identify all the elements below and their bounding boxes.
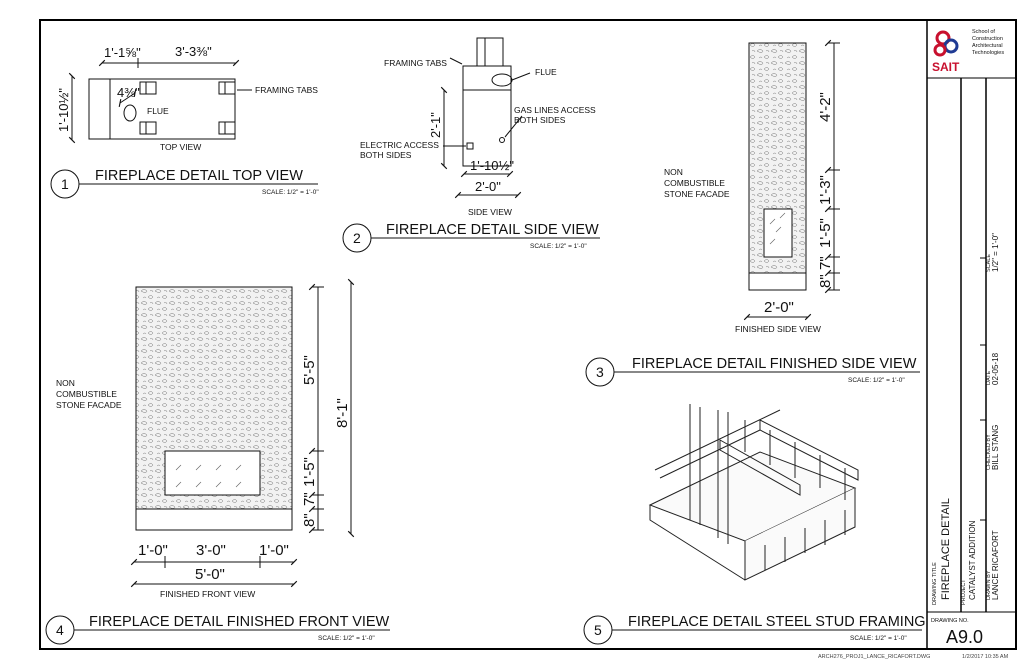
title-2-number: 2 [353, 230, 361, 246]
fside-dim-d1: 4'-2" [817, 92, 834, 122]
checked-label: CHECKED BY [986, 434, 992, 470]
title-3-number: 3 [596, 364, 604, 380]
project-value: CATALYST ADDITION [968, 520, 977, 600]
title-4-text: FIREPLACE DETAIL FINISHED FRONT VIEW [89, 614, 390, 630]
front-view-label: FINISHED FRONT VIEW [160, 589, 255, 599]
side-view-label: SIDE VIEW [468, 207, 512, 217]
fside-view-label: FINISHED SIDE VIEW [735, 324, 821, 334]
drawing-title-label: DRAWING TITLE [932, 562, 938, 605]
side-dim-inner: 1'-10½" [470, 158, 514, 173]
drawing-no-value: A9.0 [946, 627, 983, 647]
drawing-title-value: FIREPLACE DETAIL [940, 498, 952, 600]
detail-steel-stud-framing [648, 404, 859, 581]
title-1-number: 1 [61, 176, 69, 192]
title-1-scale: SCALE: 1/2" = 1'-0" [262, 189, 319, 196]
detail-finished-side-view: 4'-2" 1'-3" 1'-5" 7" 8" 2'-0" NON COMBUS… [664, 39, 840, 334]
front-dim-mid: 3'-0" [196, 542, 226, 559]
detail-top-view: 1'-1⅝" 3'-3⅜" 1'-10½" 4⅜" FLUE FRAMING T… [56, 44, 318, 152]
title-5-scale: SCALE: 1/2" = 1'-0" [850, 635, 907, 642]
top-dim-depth: 1'-10½" [56, 88, 71, 132]
title-1-text: FIREPLACE DETAIL TOP VIEW [95, 168, 303, 184]
front-facade-2: COMBUSTIBLE [56, 389, 117, 399]
sheet-border [39, 19, 1017, 650]
side-elec-label-1: ELECTRIC ACCESS [360, 140, 439, 150]
school-line-2: Construction [972, 36, 1003, 42]
top-flue-label: FLUE [147, 106, 169, 116]
title-3-scale: SCALE: 1/2" = 1'-0" [848, 377, 905, 384]
top-dim-flue: 4⅜" [117, 85, 140, 100]
fside-facade-3: STONE FACADE [664, 189, 730, 199]
side-framing-tabs-label: FRAMING TABS [384, 58, 447, 68]
title-5-number: 5 [594, 622, 602, 638]
side-dim-height: 2'-1" [428, 112, 443, 138]
fside-dim-d5: 8" [817, 274, 834, 288]
fside-dim-d3: 1'-5" [817, 218, 834, 248]
title-3-text: FIREPLACE DETAIL FINISHED SIDE VIEW [632, 356, 917, 372]
side-gas-label-2: BOTH SIDES [514, 115, 566, 125]
detail-side-view: FRAMING TABS FLUE GAS LINES ACCESS BOTH … [360, 37, 596, 217]
school-line-1: School of [972, 29, 995, 35]
project-label: PROJECT [961, 579, 967, 605]
sait-logo: SAIT [932, 30, 960, 74]
front-dim-right: 1'-0" [259, 542, 289, 559]
front-dim-d4: 7" [301, 492, 318, 506]
title-2-text: FIREPLACE DETAIL SIDE VIEW [386, 222, 599, 238]
front-facade-1: NON [56, 378, 75, 388]
title-3: 3 FIREPLACE DETAIL FINISHED SIDE VIEW SC… [585, 356, 920, 387]
sait-logo-text: SAIT [932, 60, 960, 74]
fside-dim-d2: 1'-3" [817, 175, 834, 205]
scale-label: SCALE [986, 254, 992, 272]
side-flue-label: FLUE [535, 67, 557, 77]
detail-finished-front-view: 5'-5" 8'-1" 1'-5" 7" 8" 1'-0" 3'-0" 1'-0… [56, 278, 355, 599]
front-dim-upper: 5'-5" [301, 355, 318, 385]
front-facade-3: STONE FACADE [56, 400, 122, 410]
title-4-scale: SCALE: 1/2" = 1'-0" [318, 635, 375, 642]
title-5: 5 FIREPLACE DETAIL STEEL STUD FRAMING SC… [583, 614, 926, 645]
footer-file: ARCH276_PROJ1_LANCE_RICAFORT.DWG [818, 654, 930, 660]
fside-dim-d4: 7" [817, 256, 834, 270]
front-dim-d5: 8" [301, 513, 318, 527]
side-dim-outer: 2'-0" [475, 179, 501, 194]
top-dim-w1: 1'-1⅝" [104, 45, 141, 60]
title-2: 2 FIREPLACE DETAIL SIDE VIEW SCALE: 1/2"… [342, 222, 600, 253]
school-line-4: Technologies [972, 50, 1004, 56]
side-gas-label-1: GAS LINES ACCESS [514, 105, 596, 115]
top-dim-w2: 3'-3⅜" [175, 44, 212, 59]
side-elec-label-2: BOTH SIDES [360, 150, 412, 160]
title-2-scale: SCALE: 1/2" = 1'-0" [530, 243, 587, 250]
date-value: 02-05-18 [991, 352, 1000, 385]
drawing-no-label: DRAWING NO. [931, 618, 969, 624]
front-dim-total: 8'-1" [334, 398, 351, 428]
date-label: DATE [986, 370, 992, 385]
title-block: SAIT School of Construction Architectura… [927, 29, 1016, 647]
title-5-text: FIREPLACE DETAIL STEEL STUD FRAMING [628, 614, 926, 630]
fside-dim-width: 2'-0" [764, 299, 794, 316]
drawn-value: LANCE RICAFORT [991, 530, 1000, 600]
scale-value: 1/2" = 1'-0" [991, 233, 1000, 272]
title-4-number: 4 [56, 622, 64, 638]
top-framing-tabs-label: FRAMING TABS [255, 85, 318, 95]
top-view-label: TOP VIEW [160, 142, 201, 152]
front-dim-left: 1'-0" [138, 542, 168, 559]
school-line-3: Architectural [972, 43, 1003, 49]
front-dim-total-w: 5'-0" [195, 566, 225, 583]
front-dim-opening: 1'-5" [301, 457, 318, 487]
checked-value: BILL STANG [991, 425, 1000, 470]
footer-stamp: 1/2/2017 10:35 AM [962, 654, 1009, 660]
fside-facade-1: NON [664, 167, 683, 177]
title-4: 4 FIREPLACE DETAIL FINISHED FRONT VIEW S… [45, 614, 390, 645]
drawn-label: DRAWN BY [986, 570, 992, 600]
title-1: 1 FIREPLACE DETAIL TOP VIEW SCALE: 1/2" … [50, 168, 319, 199]
fside-facade-2: COMBUSTIBLE [664, 178, 725, 188]
